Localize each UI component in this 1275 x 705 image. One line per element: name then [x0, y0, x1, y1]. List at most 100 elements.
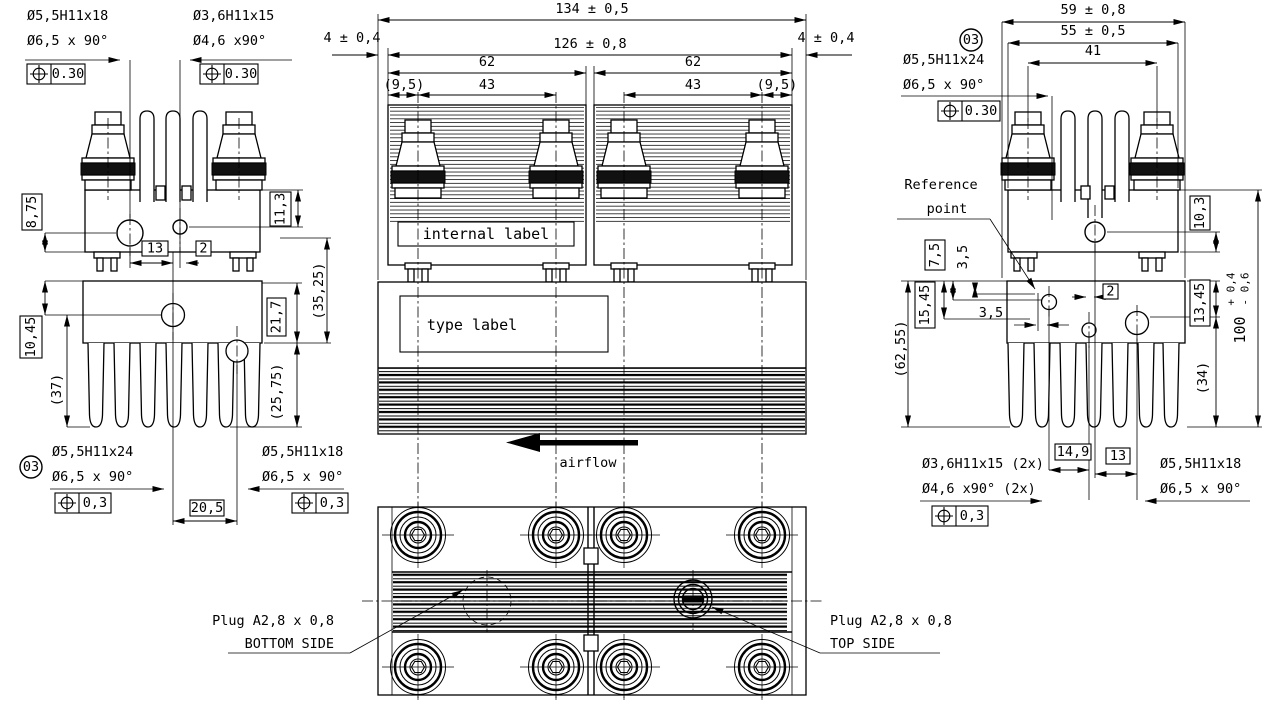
dim-text: 100: [1231, 316, 1249, 343]
airflow-text: airflow: [560, 455, 618, 471]
reference-point-text: point: [927, 201, 968, 217]
dim-box: [195, 240, 212, 257]
dim-text: (35,25): [311, 263, 327, 320]
dim-text: 14,9: [1057, 444, 1090, 460]
dim-text: 62: [479, 54, 495, 70]
top-fin: [139, 110, 155, 203]
dim-box: [19, 315, 43, 359]
dim-text: 55 ± 0,5: [1060, 23, 1125, 39]
dim-text: (62,55): [893, 321, 909, 378]
top-fin: [165, 110, 181, 203]
dim-text: (9,5): [757, 77, 798, 93]
type-label-box: [399, 295, 609, 353]
heatsink-fin: [113, 342, 131, 428]
callout-text: Ø5,5H11x18: [27, 8, 108, 24]
callout-text: Ø6,5 x 90°: [262, 469, 343, 485]
dim-box: [21, 193, 43, 231]
dim-text: (9,5): [384, 77, 425, 93]
callout-text: Ø5,5H11x18: [262, 444, 343, 460]
dim-text: 10,45: [23, 317, 39, 358]
dim-text: 20,5: [191, 500, 224, 516]
dim-box: [1189, 279, 1211, 327]
left-side-view: Ø5,5H11x18 Ø6,5 x 90° 0.30 Ø3,6H11x15 Ø4…: [19, 8, 349, 525]
type-label-text: type label: [427, 316, 517, 334]
front-view-centerlines: [417, 92, 763, 698]
center-tab: [583, 634, 599, 652]
front-view-dimension-lines: [332, 14, 852, 280]
bottom-fins-band: [393, 572, 787, 632]
foot: [229, 251, 257, 272]
dim-text: - 0,6: [1239, 272, 1252, 305]
left-view-dimension-texts: Ø5,5H11x18 Ø6,5 x 90° 0.30 Ø3,6H11x15 Ø4…: [19, 8, 349, 517]
baseplate-fins: [379, 368, 805, 433]
tolerance-value: 0,3: [83, 495, 107, 511]
rev-badge: 03: [19, 455, 43, 479]
dim-box: [266, 297, 287, 337]
fin-tab: [155, 185, 166, 201]
fin-tab: [1080, 185, 1091, 200]
tolerance-frame: 0.30: [937, 100, 1001, 122]
foot: [93, 251, 121, 272]
dim-box: [1054, 443, 1092, 461]
callout-text: Ø4,6 x90° (2x): [922, 481, 1036, 497]
dim-text: 2: [1106, 284, 1114, 300]
callout-text: Ø5,5H11x18: [1160, 456, 1241, 472]
dim-box: [1102, 283, 1119, 300]
tolerance-value: 0.30: [965, 103, 998, 119]
right-view-dimension-lines: [897, 19, 1262, 504]
plug-label-text: Plug A2,8 x 0,8: [830, 613, 952, 629]
dim-text: + 0,4: [1225, 272, 1238, 305]
callout-text: Ø6,5 x 90°: [903, 77, 984, 93]
dim-box: [189, 499, 225, 517]
bottom-view: Plug A2,8 x 0,8 BOTTOM SIDE Plug A2,8 x …: [212, 500, 952, 702]
tolerance-frame: 0.30: [199, 63, 259, 85]
top-fin: [1114, 110, 1130, 203]
airflow-annotation: airflow: [506, 433, 638, 471]
dim-text: 10,3: [1192, 197, 1208, 230]
foot: [1138, 251, 1166, 272]
dim-text: 134 ± 0,5: [555, 1, 628, 17]
dim-text: 62: [685, 54, 701, 70]
bottom-view-labels: Plug A2,8 x 0,8 BOTTOM SIDE Plug A2,8 x …: [212, 589, 952, 654]
dim-text: 15,45: [917, 285, 933, 326]
airflow-arrow-shaft: [538, 440, 638, 446]
dim-text: 43: [685, 77, 701, 93]
dim-text: 3,5: [955, 245, 971, 269]
heatsink-fin: [139, 342, 157, 428]
rev-badge-text: 03: [963, 32, 979, 48]
dim-text: 43: [479, 77, 495, 93]
plug-label-text: Plug A2,8 x 0,8: [212, 613, 334, 629]
tolerance-frame: 0.30: [26, 63, 86, 85]
tolerance-frame: 0,3: [291, 492, 349, 514]
heatsink-fin: [1162, 342, 1180, 428]
plug-label-text: BOTTOM SIDE: [245, 636, 334, 652]
right-side-view: 59 ± 0,8 55 ± 0,5 41 03 Ø5,5H11x24 Ø6,5 …: [893, 2, 1262, 527]
callout-text: Ø6,5 x 90°: [27, 33, 108, 49]
dim-box: [141, 240, 169, 257]
heatsink-fin: [1137, 342, 1155, 428]
center-tab: [583, 547, 599, 565]
tolerance-frame: 0,3: [931, 505, 989, 527]
internal-label-box: [397, 221, 575, 247]
dim-text: 11,3: [273, 193, 289, 226]
dim-box: [924, 239, 946, 271]
dim-text: 4 ± 0,4: [798, 30, 855, 46]
right-view-body-shapes: [1000, 110, 1186, 428]
dim-text: 41: [1085, 43, 1101, 59]
callout-text: Ø3,6H11x15 (2x): [922, 456, 1044, 472]
heatsink-fin: [1007, 342, 1025, 428]
top-fin: [192, 110, 208, 203]
front-view-dimension-texts: 134 ± 0,5 126 ± 0,8 4 ± 0,4 4 ± 0,4 62 6…: [324, 1, 855, 93]
dim-text: (37): [49, 374, 65, 407]
rev-badge: 03: [959, 28, 983, 52]
rev-badge-text: 03: [23, 459, 39, 475]
dim-text: 21,7: [269, 301, 285, 334]
dim-text: 8,75: [24, 196, 40, 229]
internal-label-text: internal label: [423, 225, 549, 243]
dim-text: 4 ± 0,4: [324, 30, 381, 46]
dim-box: [1189, 195, 1211, 231]
callout-text: Ø4,6 x90°: [193, 33, 266, 49]
tolerance-value: 0.30: [225, 66, 258, 82]
heatsink-fin: [191, 342, 209, 428]
